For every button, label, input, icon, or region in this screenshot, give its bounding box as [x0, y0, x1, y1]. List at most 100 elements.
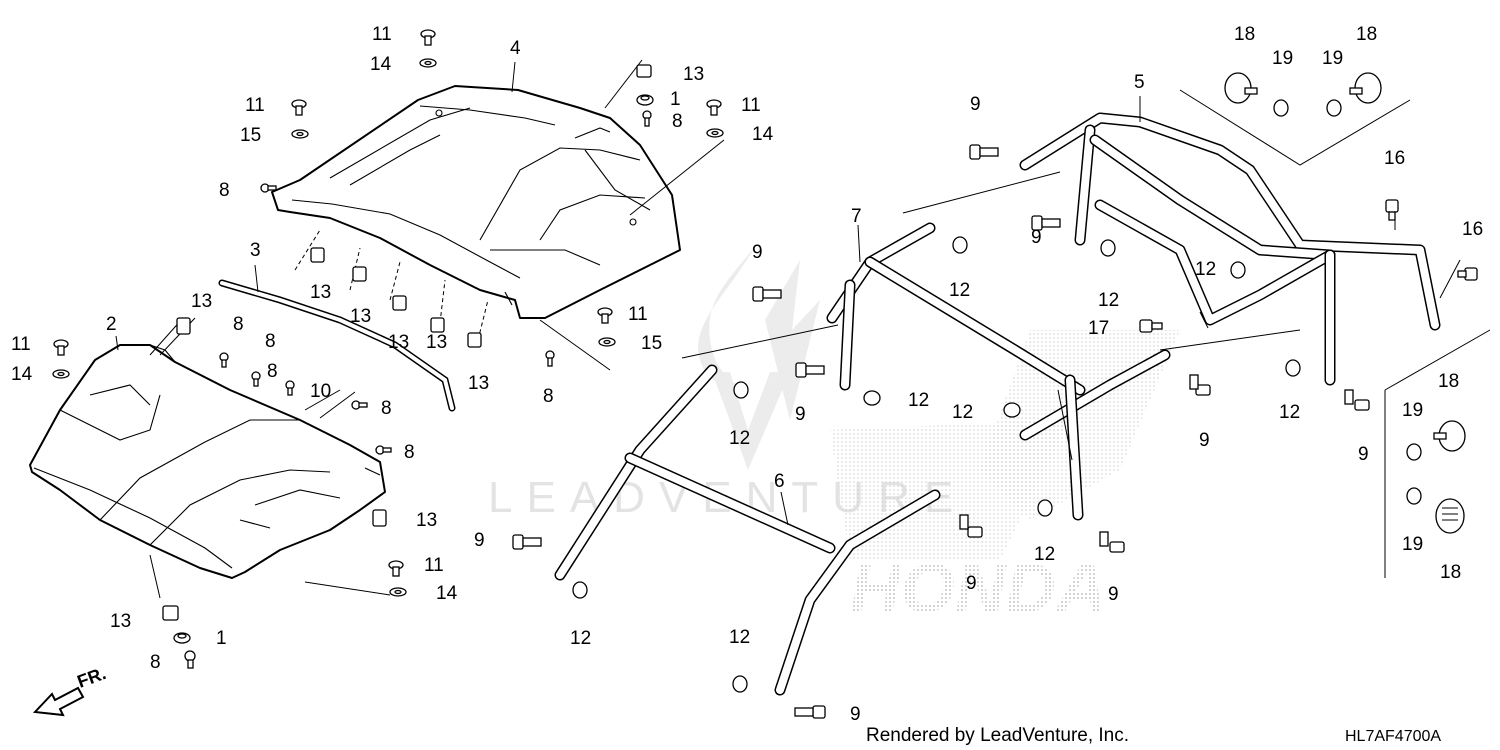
nut-icon [1406, 487, 1422, 505]
small-screw-icon [351, 400, 368, 410]
callout-16: 16 [1384, 148, 1405, 169]
callout-13: 13 [310, 282, 331, 303]
callout-19: 19 [1402, 400, 1423, 421]
bolt-icon [1457, 267, 1478, 281]
fasteners [52, 29, 1478, 719]
small-screw-icon [184, 650, 196, 669]
clip-nut-icon [352, 266, 367, 282]
clip-nut-icon [430, 317, 445, 333]
small-screw-icon [545, 350, 555, 367]
flange-nut-icon [733, 381, 749, 399]
flange-bolt-icon [1344, 389, 1370, 411]
roll-bar-rear [1019, 112, 1441, 386]
cap-icon [1349, 72, 1382, 104]
flange-nut-icon [863, 390, 881, 406]
clip-nut-icon [310, 247, 325, 263]
grommet-icon [173, 632, 191, 644]
roll-bar-upper [826, 222, 1171, 521]
washer-icon [706, 128, 724, 138]
screw-icon [291, 99, 307, 116]
front-direction-arrow: FR. [32, 663, 109, 717]
callout-12: 12 [949, 280, 970, 301]
callout-18: 18 [1234, 24, 1255, 45]
callout-12: 12 [570, 628, 591, 649]
bolt-icon [1385, 199, 1399, 221]
callout-8: 8 [150, 652, 161, 673]
callout-17: 17 [1088, 318, 1109, 339]
clip-nut-icon [372, 509, 387, 527]
callout-13: 13 [416, 510, 437, 531]
callout-9: 9 [850, 704, 861, 725]
screw-icon [420, 29, 436, 46]
clip-nut-icon [162, 605, 179, 621]
callout-11: 11 [424, 555, 444, 576]
callout-8: 8 [265, 331, 276, 352]
callout-9: 9 [1358, 444, 1369, 465]
washer-icon [52, 369, 70, 379]
flange-bolt-icon [1031, 215, 1061, 231]
flange-bolt-icon [969, 144, 999, 160]
flange-bolt-icon [959, 514, 983, 538]
callout-19: 19 [1322, 48, 1343, 69]
callout-12: 12 [729, 627, 750, 648]
screw-icon [706, 99, 722, 116]
callout-12: 12 [1098, 290, 1119, 311]
callout-16: 16 [1462, 219, 1483, 240]
callout-13: 13 [426, 332, 447, 353]
footer-credit: Rendered by LeadVenture, Inc. [866, 725, 1129, 746]
flange-bolt-icon [752, 286, 782, 302]
screw-icon [53, 339, 69, 356]
rear-roof-panel [271, 85, 681, 319]
callout-12: 12 [729, 428, 750, 449]
callout-19: 19 [1272, 48, 1293, 69]
callout-13: 13 [350, 306, 371, 327]
front-direction-label: FR. [75, 663, 109, 692]
small-screw-icon [375, 445, 392, 455]
assembly-lines [294, 89, 1491, 578]
callout-18: 18 [1438, 371, 1459, 392]
clip-nut-icon [467, 332, 482, 348]
callout-11: 11 [741, 95, 761, 116]
callout-9: 9 [474, 530, 485, 551]
callout-13: 13 [191, 291, 212, 312]
flange-nut-icon [732, 675, 748, 693]
washer-icon [291, 129, 309, 139]
callout-2: 2 [106, 314, 117, 335]
nut-icon [1406, 443, 1422, 461]
callout-15: 15 [641, 333, 662, 354]
callout-13: 13 [110, 611, 131, 632]
callout-18: 18 [1356, 24, 1377, 45]
callout-11: 11 [11, 334, 31, 355]
callout-1: 1 [216, 628, 227, 649]
flange-nut-icon [952, 236, 968, 254]
front-roof-panel [29, 344, 386, 579]
callout-14: 14 [11, 364, 33, 385]
small-screw-icon [260, 183, 277, 193]
flange-nut-icon [1285, 359, 1301, 377]
flange-nut-icon [1100, 239, 1116, 257]
callout-18: 18 [1440, 562, 1461, 583]
callout-3: 3 [250, 240, 261, 261]
bolt-icon [1139, 319, 1163, 333]
callout-8: 8 [219, 180, 230, 201]
callout-5: 5 [1134, 72, 1145, 93]
callout-13: 13 [468, 373, 489, 394]
screw-icon [597, 307, 613, 324]
callout-8: 8 [233, 314, 244, 335]
callout-12: 12 [1034, 544, 1055, 565]
callout-10: 10 [310, 381, 331, 402]
small-screw-icon [285, 380, 295, 396]
flange-bolt-icon [794, 705, 826, 719]
callout-15: 15 [240, 125, 261, 146]
callout-9: 9 [1199, 430, 1210, 451]
washer-icon [598, 337, 616, 347]
flange-nut-icon [1037, 499, 1053, 517]
callout-11: 11 [372, 24, 392, 45]
callout-19: 19 [1402, 534, 1423, 555]
callout-11: 11 [628, 304, 648, 325]
cap-icon [1433, 420, 1466, 452]
grommet-icon [636, 94, 654, 106]
small-screw-icon [219, 352, 229, 368]
clip-nut-icon [176, 317, 191, 335]
